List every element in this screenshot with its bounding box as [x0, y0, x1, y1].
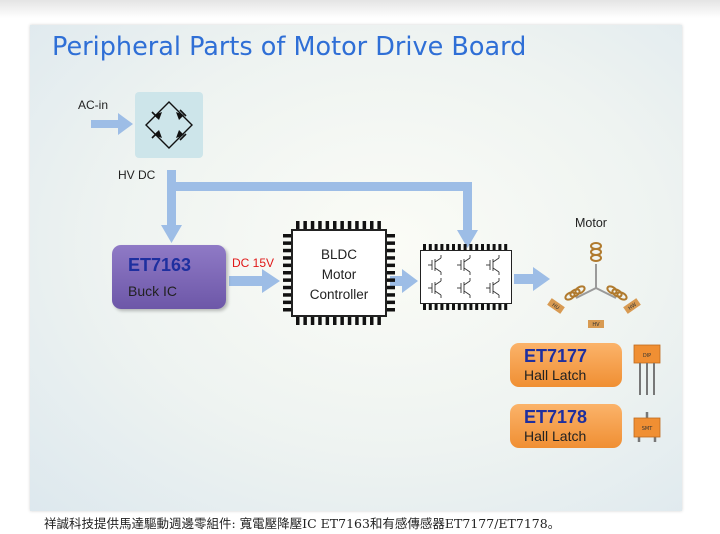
hall-chip-1-name: ET7177	[524, 346, 588, 366]
buck-ic-description: Buck IC	[128, 283, 178, 299]
transistor-switch-icons	[428, 255, 500, 298]
phase-w-label: HW	[627, 302, 638, 312]
top-bar	[0, 0, 720, 18]
hv-dc-label: HV DC	[118, 168, 156, 182]
smt-package-icon: SMT	[633, 412, 661, 442]
dip-package-icon: DIP	[633, 344, 661, 395]
phase-u-label: HU	[551, 302, 561, 311]
hall-chip-1-description: Hall Latch	[524, 367, 587, 383]
hv-dc-bus-horizontal	[167, 182, 472, 191]
hall-chip-2-name: ET7178	[524, 407, 588, 427]
dc-15v-label: DC 15V	[232, 256, 275, 270]
ac-in-arrow	[91, 113, 133, 135]
motor-coils-icon: HU HW HV	[547, 242, 641, 328]
smt-package-label: SMT	[642, 426, 653, 432]
hall-latch-et7178-box: ET7178 Hall Latch	[510, 404, 622, 448]
controller-line-3: Controller	[309, 287, 369, 302]
controller-line-1: BLDC	[320, 247, 357, 262]
bldc-controller-chip: BLDC Motor Controller	[291, 229, 387, 317]
dip-package-label: DIP	[643, 353, 651, 359]
hall-chip-2-description: Hall Latch	[524, 428, 587, 444]
hall-latch-et7177-box: ET7177 Hall Latch	[510, 343, 622, 387]
hv-to-inverter-arrow	[457, 182, 478, 248]
slide-title: Peripheral Parts of Motor Drive Board	[52, 32, 527, 62]
controller-line-2: Motor	[321, 267, 357, 282]
controller-to-inverter-arrow	[390, 269, 418, 293]
bridge-rectifier-icon	[145, 101, 193, 149]
inverter-to-motor-arrow	[514, 267, 550, 291]
bridge-rectifier	[135, 92, 203, 158]
buck-ic-name: ET7163	[128, 255, 192, 275]
caption: 祥誠科技提供馬達驅動週邊零組件: 寬電壓降壓IC ET7163和有感傳感器ET7…	[44, 516, 561, 531]
buck-ic-box: ET7163 Buck IC	[112, 245, 226, 309]
hv-to-buck-arrow	[161, 205, 182, 243]
inverter-bridge	[420, 250, 512, 304]
inverter-pins	[423, 244, 508, 310]
dc15v-arrow	[229, 269, 280, 293]
phase-v-label: HV	[592, 322, 600, 328]
ac-in-label: AC-in	[78, 98, 109, 112]
motor-label: Motor	[575, 216, 607, 230]
controller-chip-pins	[283, 221, 395, 325]
